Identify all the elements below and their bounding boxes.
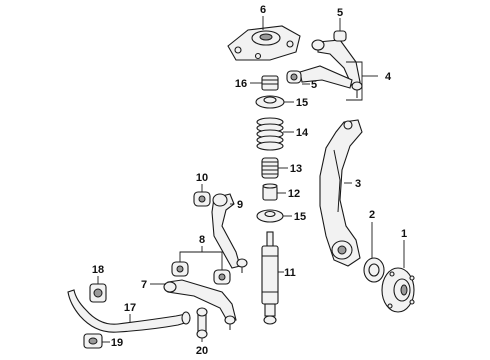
callout-15-lower: 15 — [294, 211, 306, 223]
front-lower-arm — [211, 193, 248, 273]
callout-18: 18 — [92, 264, 104, 276]
leader-lines — [97, 16, 405, 343]
callout-17: 17 — [124, 302, 136, 314]
upper-control-arm — [299, 39, 363, 98]
upper-spring-seat — [255, 95, 285, 109]
callout-12: 12 — [288, 188, 300, 200]
callout-11: 11 — [284, 267, 296, 279]
stabilizer-bushing-lower — [83, 333, 103, 349]
upper-strut-mount — [227, 25, 301, 61]
strut-bumper-top — [261, 75, 279, 91]
callout-19: 19 — [111, 337, 123, 349]
dust-boot — [261, 157, 279, 179]
front-arm-bushing — [193, 191, 211, 207]
callout-14: 14 — [296, 127, 309, 139]
bump-stop — [262, 183, 278, 201]
upper-arm-bushing-b — [286, 70, 302, 84]
lower-spring-seat — [256, 209, 284, 223]
callout-10: 10 — [196, 172, 208, 184]
wheel-bearing — [363, 257, 385, 283]
callout-16: 16 — [235, 78, 247, 90]
callout-2: 2 — [369, 209, 375, 221]
callout-9: 9 — [237, 199, 243, 211]
callout-3: 3 — [355, 178, 361, 190]
stabilizer-bar — [67, 289, 191, 333]
callout-20: 20 — [196, 345, 208, 357]
callout-6: 6 — [260, 4, 266, 16]
upper-arm-bushing-a — [333, 30, 347, 42]
callout-1: 1 — [401, 228, 407, 240]
callout-7: 7 — [141, 279, 147, 291]
steering-knuckle — [319, 119, 363, 267]
callout-13: 13 — [290, 163, 302, 175]
rear-lower-arm — [163, 279, 237, 330]
callout-8: 8 — [199, 234, 205, 246]
rear-arm-bushing-b — [213, 269, 231, 285]
stabilizer-link — [196, 307, 208, 339]
callout-5-upper: 5 — [337, 7, 343, 19]
callout-15-upper: 15 — [296, 97, 308, 109]
coil-spring — [256, 117, 284, 151]
shock-absorber — [261, 231, 279, 325]
callout-4: 4 — [385, 71, 392, 83]
wheel-hub — [381, 267, 415, 313]
callout-labels: 6 5 4 5 16 15 14 13 12 15 11 3 2 1 10 9 … — [92, 4, 407, 357]
callout-5-lower: 5 — [311, 79, 317, 91]
rear-arm-bushing-a — [171, 261, 189, 277]
stabilizer-bushing-upper — [89, 283, 107, 303]
